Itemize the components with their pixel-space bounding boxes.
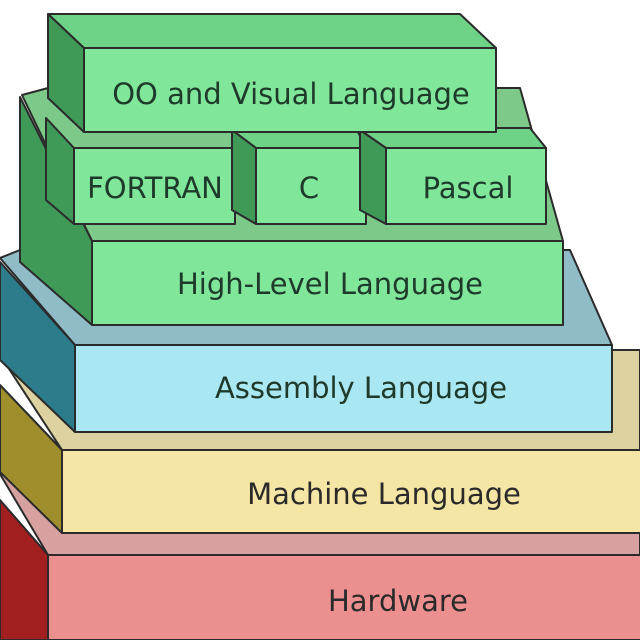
fortran-label: FORTRAN	[87, 171, 223, 205]
layer-fortran: FORTRAN	[45, 117, 236, 225]
c-side-face	[231, 129, 257, 225]
c-label: C	[299, 171, 319, 205]
oo-visual-language-label: OO and Visual Language	[112, 77, 470, 111]
layer-oo-visual-language: OO and Visual Language	[47, 13, 497, 133]
high-level-language-front-face	[91, 240, 564, 326]
layer-pascal: Pascal	[359, 127, 547, 225]
hardware-side-face	[0, 499, 49, 640]
hardware-front-face	[47, 554, 640, 640]
pascal-front-face	[385, 147, 547, 225]
pascal-side-face	[359, 129, 387, 225]
machine-language-front-face	[61, 449, 640, 534]
oo-visual-language-top-face	[47, 13, 497, 49]
c-front-face	[255, 147, 367, 225]
machine-language-label: Machine Language	[247, 477, 521, 511]
fortran-front-face	[73, 147, 236, 225]
hardware-label: Hardware	[328, 584, 468, 618]
pascal-label: Pascal	[423, 171, 514, 205]
oo-visual-language-front-face	[83, 47, 497, 133]
assembly-language-label: Assembly Language	[215, 371, 507, 405]
layer-c: C	[231, 127, 367, 225]
high-level-language-label: High-Level Language	[177, 267, 483, 301]
assembly-language-front-face	[74, 344, 613, 433]
